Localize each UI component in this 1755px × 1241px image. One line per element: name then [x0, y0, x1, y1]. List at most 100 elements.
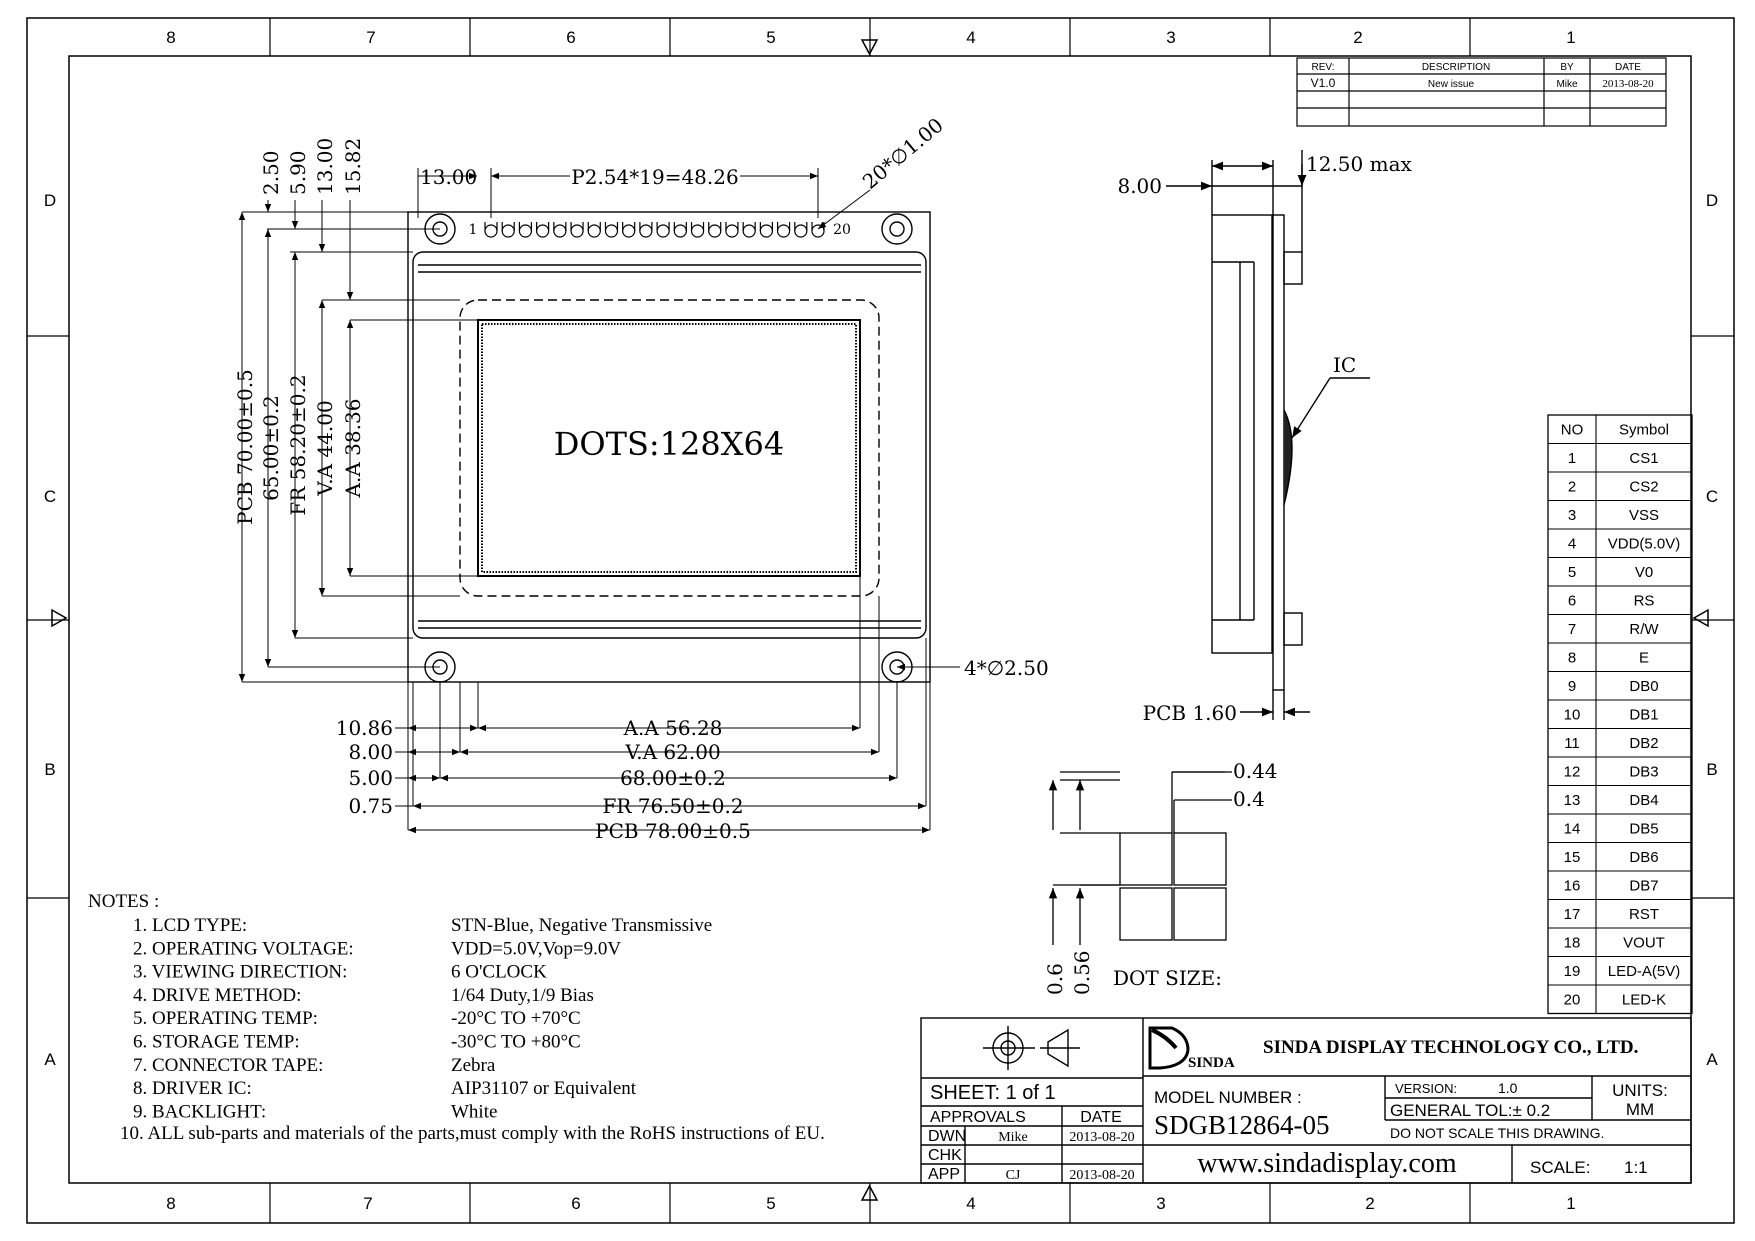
company-logo: SINDA [1148, 1026, 1235, 1071]
pin-hole [622, 224, 636, 238]
pin-symbol: VDD(5.0V) [1608, 536, 1681, 553]
dot-size-detail [1048, 771, 1232, 945]
zone-col-top: 1 [1566, 28, 1575, 47]
notes-title: NOTES : [88, 891, 159, 912]
note-label: 3. VIEWING DIRECTION: [133, 962, 347, 983]
dim-bl-4: 0.75 [348, 794, 393, 818]
note-value: VDD=5.0V,Vop=9.0V [451, 938, 621, 959]
pin-hole [553, 224, 567, 238]
dot-size-l1: 0.6 [1043, 963, 1067, 995]
notes-item-last: 10. ALL sub-parts and materials of the p… [120, 1123, 825, 1144]
zone-col-top: 4 [966, 28, 975, 47]
note-label: 7. CONNECTOR TAPE: [133, 1055, 323, 1076]
pin-symbol: R/W [1629, 621, 1659, 638]
zone-row-left: B [44, 760, 55, 779]
viewing-area [459, 299, 880, 597]
rev-header-description: DESCRIPTION [1422, 62, 1490, 73]
scale-value: 1:1 [1624, 1158, 1648, 1177]
title-block: SINDA SINDA DISPLAY TECHNOLOGY CO., LTD.… [920, 1017, 1692, 1184]
note-value: Zebra [451, 1055, 496, 1076]
pin-symbol: VSS [1629, 507, 1659, 524]
approval-role: APP [928, 1166, 960, 1183]
zone-col-bottom: 4 [966, 1194, 975, 1213]
pin-symbol: DB6 [1629, 849, 1658, 866]
front-view [407, 211, 931, 683]
pin-hole [776, 224, 791, 238]
dim-side-pcb: PCB 1.60 [1143, 701, 1237, 725]
zone-col-top: 5 [766, 28, 775, 47]
rev-value-date: 2013-08-20 [1602, 78, 1654, 90]
zone-row-right: C [1706, 487, 1718, 506]
pin-hole [587, 224, 601, 238]
pin-number: 2 [1568, 479, 1576, 496]
sheet-frame [26, 17, 1735, 1224]
pin-symbol: DB3 [1629, 764, 1658, 781]
company-logo-text: SINDA [1188, 1055, 1235, 1071]
zone-row-left: C [44, 487, 56, 506]
pin-number: 8 [1568, 650, 1576, 667]
dot-size-r2: 0.4 [1233, 787, 1265, 811]
note-label: 6. STORAGE TEMP: [133, 1032, 300, 1053]
pin-hole [536, 224, 550, 238]
pin-hole [604, 224, 619, 238]
dim-v3: 13.00 [313, 138, 337, 195]
pin-symbol: DB2 [1629, 735, 1658, 752]
note-label: 8. DRIVER IC: [133, 1078, 252, 1099]
approval-date: 2013-08-20 [1069, 1130, 1134, 1145]
pin-symbol: RS [1634, 593, 1655, 610]
model-number: SDGB12864-05 [1154, 1110, 1330, 1140]
pin-symbol: RST [1629, 906, 1659, 923]
pin-number: 11 [1564, 735, 1580, 752]
units-label: UNITS: [1612, 1081, 1668, 1100]
pin-hole [518, 224, 533, 238]
pin-symbol: DB7 [1629, 878, 1658, 895]
pin-number: 16 [1564, 878, 1581, 895]
pin-symbol: LED-A(5V) [1608, 963, 1681, 980]
note-label: 4. DRIVE METHOD: [133, 985, 301, 1006]
pin-hole [639, 224, 653, 238]
zone-col-top: 6 [566, 28, 575, 47]
ic-blob [1283, 409, 1293, 506]
version-label: VERSION: [1395, 1081, 1457, 1096]
pin-number: 7 [1568, 621, 1576, 638]
dim-aa-width: A.A 56.28 [623, 716, 723, 740]
tolerance: GENERAL TOL:± 0.2 [1390, 1101, 1550, 1120]
zone-col-bottom: 5 [766, 1194, 775, 1213]
website: www.sindadisplay.com [1197, 1148, 1456, 1179]
dim-outline-height: 65.00±0.2 [259, 395, 283, 501]
zone-col-top: 3 [1166, 28, 1175, 47]
zone-col-bottom: 6 [571, 1194, 580, 1213]
pin-number: 17 [1564, 906, 1581, 923]
pin-holes [484, 222, 825, 238]
dim-aa-height: A.A 38.36 [341, 399, 365, 499]
note-value: White [451, 1101, 497, 1122]
dot-size-text: DOT SIZE: 0.44 0.4 0.6 0.56 [1043, 759, 1278, 995]
pin-hole [690, 224, 705, 238]
screen-label: DOTS:128X64 [554, 425, 785, 463]
pin-table-header-symbol: Symbol [1619, 422, 1669, 439]
pin-number: 6 [1568, 593, 1576, 610]
pin-number: 12 [1564, 764, 1581, 781]
revision-table: REV: DESCRIPTION BY DATE V1.0 New issue … [1296, 57, 1667, 127]
ic-label: IC [1333, 353, 1356, 377]
pin-hole [673, 224, 687, 238]
note-value: -20°C TO +70°C [451, 1008, 581, 1029]
pin-first-label: 1 [469, 222, 478, 238]
dim-va-height: V.A 44.00 [313, 400, 337, 496]
front-view-text: DOTS:128X64 1 20 [469, 222, 851, 463]
dim-mount-holes: 4*∅2.50 [964, 656, 1049, 680]
dim-v2: 5.90 [286, 150, 310, 195]
pin-hole [725, 224, 739, 238]
pin-number: 18 [1564, 935, 1581, 952]
pin-number: 5 [1568, 564, 1576, 581]
pin-last-label: 20 [833, 222, 851, 238]
pin-number: 19 [1564, 963, 1581, 980]
note-value: 6 O'CLOCK [451, 962, 547, 983]
note-value: STN-Blue, Negative Transmissive [451, 915, 712, 936]
dim-bl-3: 5.00 [348, 766, 393, 790]
pin-symbol: DB4 [1629, 792, 1658, 809]
dot-size-r1: 0.44 [1233, 759, 1278, 783]
note-label: 9. BACKLIGHT: [133, 1101, 266, 1122]
note-label: 5. OPERATING TEMP: [133, 1008, 318, 1029]
